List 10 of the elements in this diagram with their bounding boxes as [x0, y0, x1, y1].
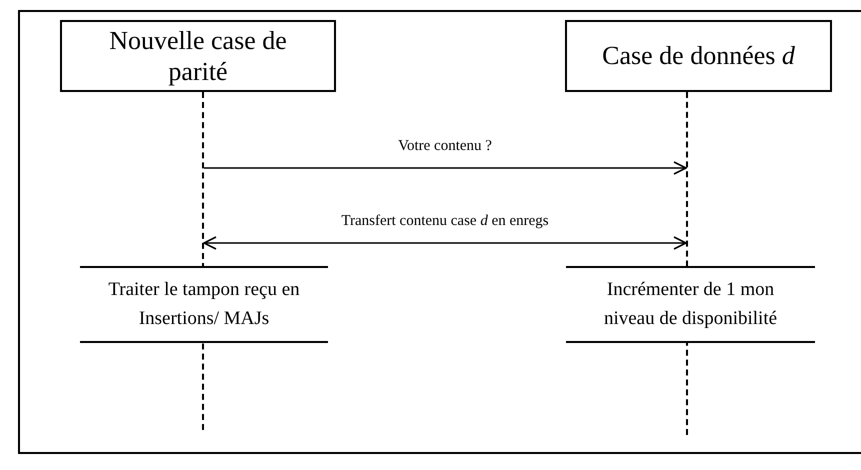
lifeline [202, 92, 204, 430]
lifeline-header-box [60, 20, 336, 92]
message-arrow [204, 161, 687, 175]
node-text: Traiter le tampon reçu en Insertions/ MAJs [107, 278, 301, 330]
node-text: Case de données d [601, 40, 796, 72]
lifeline-header-box [565, 20, 832, 92]
node-text: Nouvelle case de parité [108, 24, 288, 88]
message-arrow [203, 236, 687, 250]
lifeline [686, 92, 688, 435]
node-text: Incrémenter de 1 mon niveau de disponibilité [602, 278, 778, 330]
